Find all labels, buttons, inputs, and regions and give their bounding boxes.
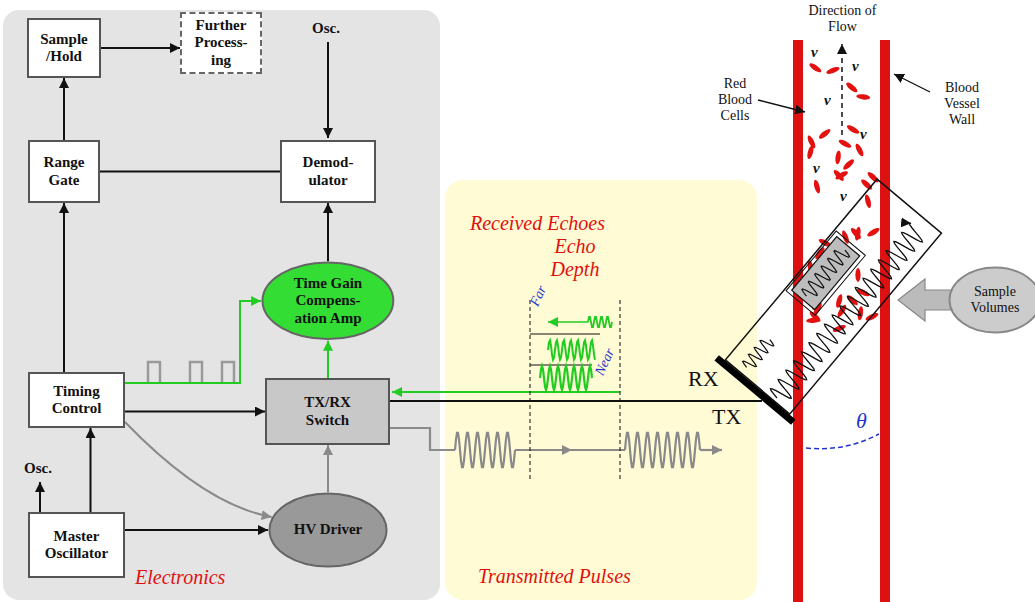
osc-arrow bbox=[327, 42, 329, 138]
velocity-label: v⃗ bbox=[840, 188, 858, 205]
port-label: TX bbox=[712, 404, 741, 429]
transmit-wave bbox=[455, 433, 515, 467]
transmit-wave bbox=[769, 222, 927, 405]
flow-arrow bbox=[841, 44, 843, 135]
signal-connector bbox=[101, 47, 180, 49]
signal-connector bbox=[327, 445, 329, 492]
driver-ellipse: HV Driver bbox=[268, 492, 388, 568]
node-label: Master Oscillator bbox=[34, 528, 119, 563]
transmit-line bbox=[515, 449, 572, 451]
transmit-line bbox=[570, 449, 625, 451]
part-label: Blood Vessel Wall bbox=[932, 80, 992, 128]
node-label: Further Process- ing bbox=[186, 17, 256, 69]
signal-name: Osc. bbox=[24, 460, 52, 477]
process-box: Further Process- ing bbox=[180, 12, 262, 74]
signal-connector bbox=[90, 428, 92, 512]
velocity-label: v⃗ bbox=[824, 92, 842, 109]
angle-arc bbox=[806, 434, 879, 449]
signal-connector bbox=[125, 422, 272, 517]
node-label: Time Gain Compens- ation Amp bbox=[283, 275, 373, 327]
signal-connector bbox=[125, 411, 265, 413]
signal-connector bbox=[125, 301, 261, 383]
depth-mark bbox=[530, 334, 600, 365]
leader-line bbox=[894, 74, 930, 92]
panel-heading: Transmitted Pulses bbox=[478, 565, 631, 588]
panel-heading: Received Echoes bbox=[470, 212, 605, 235]
part-label: Red Blood Cells bbox=[710, 76, 760, 124]
signal-connector bbox=[100, 171, 280, 173]
echo-wave bbox=[588, 317, 612, 327]
process-box: Demod- ulator bbox=[280, 140, 376, 203]
process-box: Master Oscillator bbox=[28, 512, 125, 578]
amplifier-ellipse: Time Gain Compens- ation Amp bbox=[261, 261, 395, 340]
vessel-wall bbox=[793, 40, 803, 602]
timing-pulses bbox=[148, 362, 234, 383]
node-label: TX/RX Switch bbox=[293, 394, 363, 429]
echo-wave bbox=[801, 245, 851, 301]
process-box: Range Gate bbox=[28, 140, 100, 203]
echo-arrow bbox=[548, 321, 588, 323]
switch-box: TX/RX Switch bbox=[265, 378, 390, 445]
signal-connector bbox=[125, 529, 268, 531]
echo-wave bbox=[540, 366, 592, 390]
callout-circle: Sample Volumes bbox=[948, 266, 1035, 334]
signal-connector bbox=[327, 341, 329, 378]
pointer-arrow bbox=[898, 279, 960, 321]
node-label: Sample Volumes bbox=[964, 284, 1026, 316]
flow-label: Direction of Flow bbox=[795, 3, 890, 35]
echo-wave bbox=[741, 335, 775, 371]
probe-line bbox=[390, 400, 762, 402]
signal-connector bbox=[63, 203, 65, 372]
angle-label: θ bbox=[856, 408, 867, 433]
osc-arrow bbox=[39, 482, 41, 512]
node-label: Sample /Hold bbox=[33, 31, 95, 66]
process-box: Timing Control bbox=[28, 372, 125, 428]
node-label: Timing Control bbox=[44, 383, 109, 418]
velocity-label: v⃗ bbox=[813, 160, 831, 177]
velocity-label: v⃗ bbox=[860, 126, 878, 143]
node-label: Demod- ulator bbox=[293, 154, 363, 189]
vessel-wall bbox=[880, 40, 890, 602]
panel-heading: Echo Depth bbox=[545, 235, 605, 281]
signal-name: Osc. bbox=[312, 20, 340, 37]
depth-gate bbox=[530, 300, 620, 480]
transmit-line bbox=[390, 428, 455, 450]
leader-line bbox=[758, 100, 805, 112]
node-label: HV Driver bbox=[294, 521, 362, 538]
signal-connector bbox=[63, 78, 65, 140]
transmit-wave bbox=[625, 433, 700, 467]
velocity-label: v⃗ bbox=[852, 58, 870, 75]
transmit-line bbox=[700, 449, 722, 451]
port-label: RX bbox=[688, 366, 719, 391]
velocity-label: v⃗ bbox=[811, 44, 829, 61]
echo-wave bbox=[548, 340, 595, 360]
signal-connector bbox=[327, 203, 329, 261]
electronics-panel: Electronics Sample /Hold Further Process- … bbox=[3, 10, 440, 600]
panel-heading: Electronics bbox=[135, 566, 225, 589]
node-label: Range Gate bbox=[34, 154, 94, 189]
process-box: Sample /Hold bbox=[27, 18, 101, 78]
